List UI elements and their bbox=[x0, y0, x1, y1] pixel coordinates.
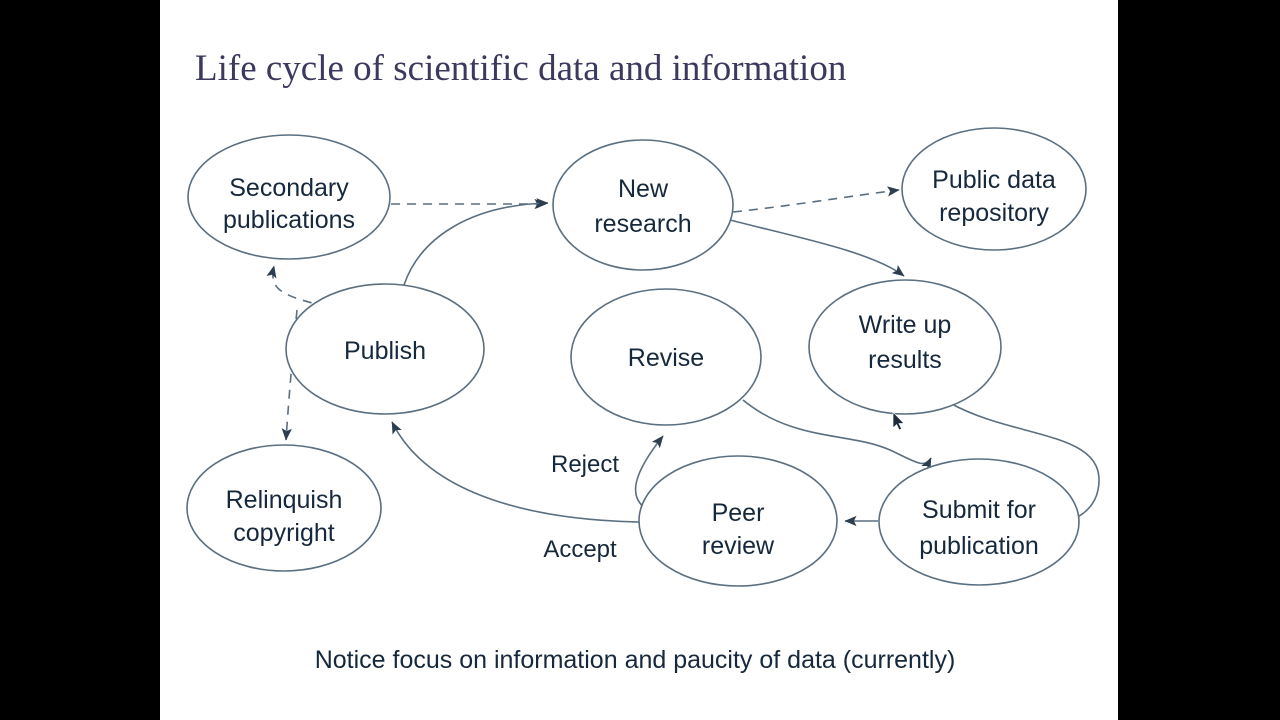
node-label-line-2: publication bbox=[919, 532, 1039, 560]
node-shape bbox=[808, 279, 1002, 415]
edge-revise-to-submit bbox=[742, 399, 932, 471]
node-label-line-1: Secondary bbox=[229, 174, 349, 202]
node-label-line-1: Publish bbox=[344, 337, 426, 365]
node-public-data-repository[interactable]: Public data repository bbox=[901, 127, 1087, 251]
node-label-line-1: Revise bbox=[628, 344, 704, 372]
node-label-line-2: repository bbox=[939, 199, 1049, 227]
node-label-line-2: copyright bbox=[233, 519, 334, 547]
mouse-cursor bbox=[892, 411, 905, 431]
node-label-line-2: publications bbox=[223, 206, 355, 234]
node-shape bbox=[552, 139, 734, 271]
node-shape bbox=[901, 127, 1087, 251]
edge-publish-to-secondary bbox=[266, 265, 328, 308]
node-label-line-2: research bbox=[594, 210, 691, 238]
node-label-line-2: review bbox=[702, 532, 775, 560]
slide-canvas: Life cycle of scientific data and inform… bbox=[160, 0, 1118, 720]
node-shape bbox=[187, 134, 391, 260]
letterbox-left bbox=[0, 0, 160, 720]
node-peer-review[interactable]: Peer review bbox=[638, 455, 838, 587]
node-label-line-1: Public data bbox=[932, 166, 1056, 194]
cursor-arrow-icon bbox=[892, 411, 905, 431]
edge-peer-review-to-publish bbox=[391, 421, 640, 523]
node-revise[interactable]: Revise bbox=[570, 288, 762, 426]
node-shape bbox=[638, 455, 838, 587]
edge-new-research-to-repository bbox=[732, 186, 900, 213]
node-label-line-2: results bbox=[868, 346, 942, 374]
node-label-line-1: Write up bbox=[859, 311, 952, 339]
edge-new-research-to-write-up bbox=[729, 219, 905, 277]
node-shape bbox=[285, 283, 485, 415]
node-relinquish-copyright[interactable]: Relinquish copyright bbox=[186, 444, 382, 572]
diagram-svg: Life cycle of scientific data and inform… bbox=[186, 48, 1100, 674]
slide-caption: Notice focus on information and paucity … bbox=[315, 646, 956, 674]
node-label-line-1: Submit for bbox=[922, 496, 1036, 524]
node-new-research[interactable]: New research bbox=[552, 139, 734, 271]
node-label-line-1: New bbox=[618, 175, 669, 203]
edge-label-reject: Reject bbox=[551, 451, 619, 478]
edge-label-accept: Accept bbox=[543, 536, 617, 563]
page-title: Life cycle of scientific data and inform… bbox=[195, 48, 846, 89]
node-label-line-1: Peer bbox=[712, 499, 765, 527]
node-write-up-results[interactable]: Write up results bbox=[808, 279, 1002, 415]
node-publish[interactable]: Publish bbox=[285, 283, 485, 415]
node-secondary-publications[interactable]: Secondary publications bbox=[187, 134, 391, 260]
node-label-line-1: Relinquish bbox=[226, 486, 343, 514]
node-shape bbox=[878, 458, 1080, 586]
node-submit-for-publication[interactable]: Submit for publication bbox=[878, 458, 1080, 586]
node-shape bbox=[570, 288, 762, 426]
letterbox-right bbox=[1118, 0, 1280, 720]
edge-publish-to-new-research bbox=[403, 198, 549, 286]
node-shape bbox=[186, 444, 382, 572]
